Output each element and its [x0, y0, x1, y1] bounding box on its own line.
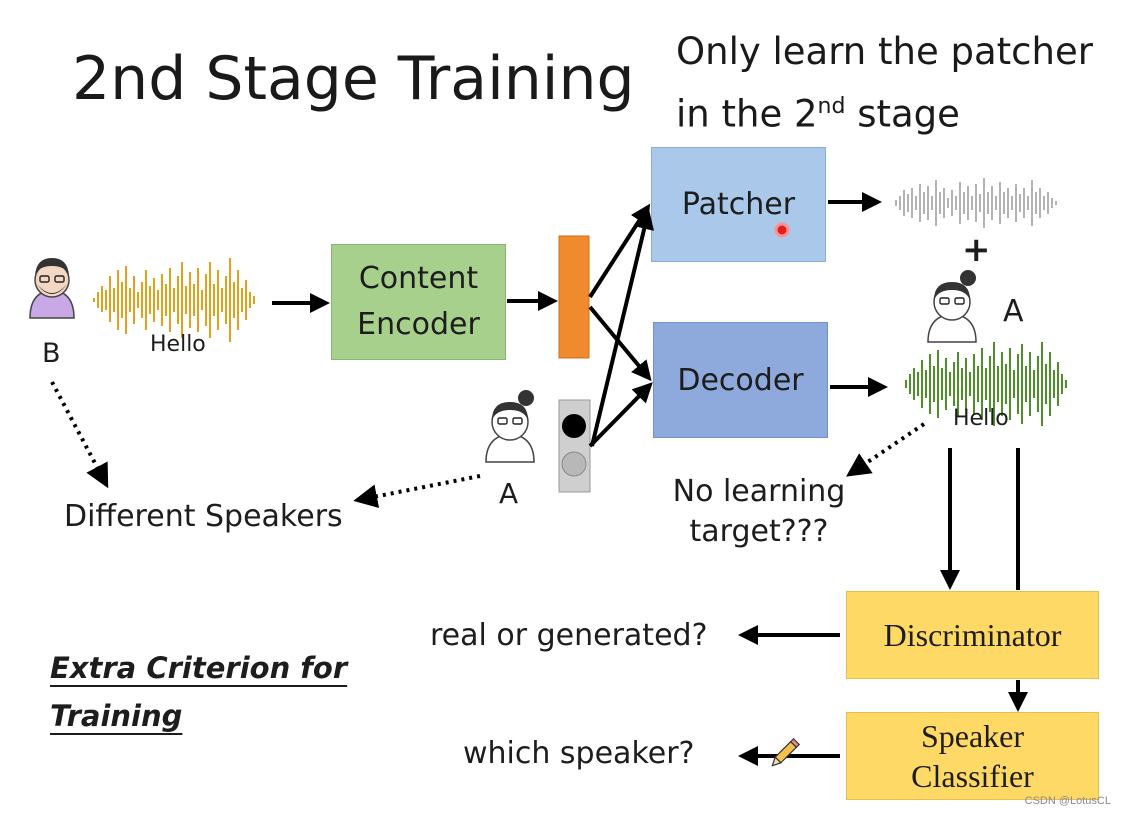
- hello-input-label: Hello: [150, 332, 206, 357]
- no-learning-target-label: No learning target???: [664, 472, 854, 552]
- real-or-generated-label: real or generated?: [430, 618, 708, 653]
- extra-criterion-line2: Training: [50, 699, 183, 733]
- speaker-a-input-label: A: [499, 477, 519, 510]
- speaker-a-output-label: A: [1003, 294, 1024, 329]
- dotted-arrow-a-to-different: [353, 474, 481, 509]
- patcher-box: Patcher: [651, 147, 826, 262]
- stage-note-line2: in the 2nd stage: [676, 92, 960, 136]
- speaker-b-avatar: [29, 258, 75, 319]
- plus-sign: +: [962, 230, 991, 270]
- watermark: CSDN @LotusCL: [1024, 795, 1111, 807]
- page-title: 2nd Stage Training: [72, 44, 635, 114]
- different-speakers-label: Different Speakers: [64, 499, 343, 534]
- laser-pointer-dot: [774, 222, 790, 238]
- extra-criterion-line1: Extra Criterion for: [50, 651, 348, 685]
- arrow-vector-to-decoder: [588, 305, 652, 382]
- content-encoder-label-line2: Encoder: [357, 307, 480, 342]
- stage-note-line1: Only learn the patcher: [676, 30, 1093, 73]
- discriminator-label: Discriminator: [883, 616, 1062, 653]
- no-learning-line1: No learning: [672, 474, 846, 509]
- arrow-embedding-to-patcher: [590, 209, 654, 447]
- speaker-a-output-avatar: [927, 270, 977, 343]
- speaker-b-label: B: [42, 338, 61, 369]
- output-waveform: [905, 342, 1067, 426]
- content-vector: [558, 235, 590, 359]
- which-speaker-label: which speaker?: [463, 736, 695, 771]
- dotted-arrow-b-to-different: [50, 381, 109, 489]
- hello-output-label: Hello: [953, 406, 1009, 431]
- content-encoder-box: Content Encoder: [331, 244, 506, 360]
- no-learning-line2: target???: [689, 514, 829, 549]
- patch-waveform: [895, 178, 1057, 228]
- decoder-label: Decoder: [677, 362, 804, 398]
- extra-criterion-heading: Extra Criterion for Training: [50, 644, 347, 740]
- discriminator-box: Discriminator: [846, 591, 1099, 679]
- dotted-arrow-to-no-learning: [846, 422, 926, 477]
- stage-note: Only learn the patcher in the 2nd stage: [676, 24, 1093, 141]
- speaker-classifier-label-line1: Speaker: [920, 718, 1025, 754]
- decoder-box: Decoder: [653, 322, 828, 438]
- speaker-embedding: [558, 399, 591, 493]
- speaker-classifier-box: Speaker Classifier: [846, 712, 1099, 800]
- pencil-cursor-icon: [771, 737, 801, 767]
- speaker-a-input-avatar: [485, 390, 535, 463]
- patcher-label: Patcher: [681, 187, 796, 222]
- arrow-embedding-to-decoder: [588, 382, 653, 448]
- input-waveform: [93, 258, 255, 342]
- speaker-classifier-label-line2: Classifier: [911, 758, 1034, 794]
- content-encoder-label-line1: Content: [358, 261, 479, 296]
